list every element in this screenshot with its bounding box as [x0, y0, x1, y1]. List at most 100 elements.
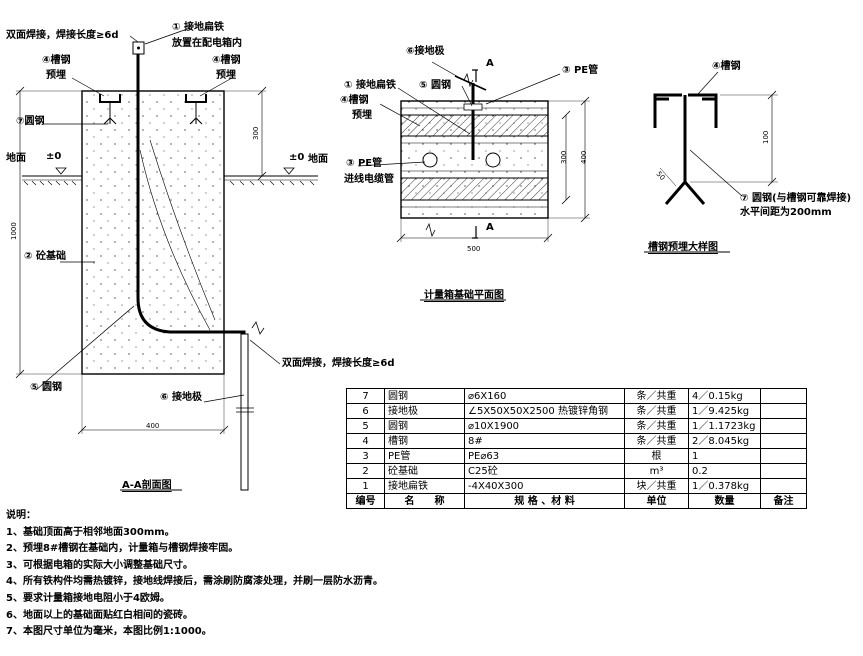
- bom-cell-note: [760, 388, 807, 404]
- ground-left-label: 地面: [6, 153, 26, 164]
- bom-header-row: 编号 名 称 规 格 、材 料 单位 数量 备注: [346, 493, 807, 509]
- bom-cell-no: 4: [346, 433, 385, 449]
- plan-channel-label: ④槽钢: [340, 95, 369, 106]
- bom-cell-spec: PE⌀63: [464, 448, 625, 464]
- detail-channel-left: [653, 93, 682, 128]
- ground-left-level: ±0: [46, 151, 62, 162]
- bom-cell-note: [760, 403, 807, 419]
- round-steel-7-label: ⑦圆钢: [16, 116, 45, 127]
- section-aa-drawing: [15, 27, 318, 491]
- channel-left-note: 预埋: [46, 70, 66, 81]
- plan-section-a-top: A: [486, 58, 494, 69]
- round-steel-conductor: [136, 54, 246, 348]
- weld-note-top: 双面焊接，焊接长度≥6d: [6, 30, 119, 41]
- bom-cell-qty: 1／0.378kg: [688, 478, 761, 494]
- notes-heading: 说明：: [6, 510, 36, 521]
- bom-cell-unit: 条／共重: [624, 403, 689, 419]
- bom-cell-note: [760, 433, 807, 449]
- notes-block: 说明： 1、基础顶面高于相邻地面300mm。 2、预埋8#槽钢在基础内，计量箱与…: [6, 508, 383, 641]
- bom-cell-no: 1: [346, 478, 385, 494]
- bom-cell-unit: 条／共重: [624, 388, 689, 404]
- plan-title: 计量箱基础平面图: [424, 290, 504, 301]
- bom-cell-qty: 1／9.425kg: [688, 403, 761, 419]
- note-item: 2、预埋8#槽钢在基础内，计量箱与槽钢焊接牢固。: [6, 543, 239, 555]
- bom-cell-spec: ⌀10X1900: [464, 418, 625, 434]
- bom-cell-name: PE管: [384, 448, 465, 464]
- channel-right-note: 预埋: [216, 70, 236, 81]
- flat-iron-label: ① 接地扁铁: [172, 22, 224, 33]
- channel-right-label: ④槽钢: [212, 55, 241, 66]
- bom-cell-note: [760, 448, 807, 464]
- bom-cell-name: 接地极: [384, 403, 465, 419]
- note-item: 3、可根据电箱的实际大小调整基础尺寸。: [6, 559, 193, 571]
- weld-note-bottom: 双面焊接，焊接长度≥6d: [282, 358, 395, 369]
- detail-channel-label: ④槽钢: [712, 61, 741, 72]
- detail-round-label: ⑦ 圆钢(与槽钢可靠焊接): [740, 193, 852, 204]
- bom-cell-qty: 1／1.1723kg: [688, 418, 761, 434]
- bom-cell-no: 6: [346, 403, 385, 419]
- detail-round-note: 水平间距为200mm: [740, 207, 832, 218]
- detail-drawing: [653, 71, 778, 205]
- bom-header-no: 编号: [346, 493, 385, 509]
- plan-dim-400: 400: [580, 150, 588, 164]
- detail-title: 槽钢预埋大样图: [648, 242, 718, 253]
- bom-cell-note: [760, 463, 807, 479]
- note-item: 7、本图尺寸单位为毫米，本图比例1:1000。: [6, 626, 212, 638]
- bom-cell-unit: 块／共重: [624, 478, 689, 494]
- ground-right-level: ±0: [289, 152, 305, 163]
- plan-channel-bottom: [400, 177, 549, 201]
- note-item: 5、要求计量箱接地电阻小于4欧姆。: [6, 592, 170, 604]
- bom-cell-no: 7: [346, 388, 385, 404]
- plan-drawing: [357, 61, 590, 243]
- plan-round-steel-label: ⑤ 圆钢: [419, 80, 451, 91]
- plan-pe-note: 进线电缆管: [344, 174, 394, 185]
- bom-cell-qty: 1: [688, 448, 761, 464]
- plan-ground-rod-label: ⑥接地极: [406, 46, 445, 57]
- bom-header-spec: 规 格 、材 料: [464, 493, 625, 509]
- bom-cell-unit: 根: [624, 448, 689, 464]
- round-steel-5-label: ⑤ 圆钢: [30, 382, 62, 393]
- bom-cell-no: 5: [346, 418, 385, 434]
- plan-section-a-bottom: A: [486, 222, 494, 233]
- bom-cell-spec: ∠5X50X50X2500 热镀锌角钢: [464, 403, 625, 419]
- plan-flat-iron-label: ① 接地扁铁: [344, 80, 396, 91]
- bom-header-note: 备注: [760, 493, 807, 509]
- channel-left-label: ④槽钢: [42, 55, 71, 66]
- bom-header-qty: 数量: [688, 493, 761, 509]
- detail-channel-right: [688, 93, 718, 128]
- plan-dim-500: 500: [467, 245, 481, 253]
- bom-cell-qty: 4／0.15kg: [688, 388, 761, 404]
- bom-cell-unit: 条／共重: [624, 433, 689, 449]
- bom-cell-qty: 0.2: [688, 463, 761, 479]
- note-item: 1、基础顶面高于相邻地面300mm。: [6, 526, 175, 538]
- dim-1000: 1000: [10, 222, 18, 240]
- bom-cell-name: 槽钢: [384, 433, 465, 449]
- bom-cell-spec: ⌀6X160: [464, 388, 625, 404]
- plan-pe-pipe-label: ③ PE管: [562, 65, 599, 76]
- bom-cell-name: 砼基础: [384, 463, 465, 479]
- ground-right-label: 地面: [308, 154, 328, 165]
- bom-cell-spec: 8#: [464, 433, 625, 449]
- dim-400-aa: 400: [146, 422, 160, 430]
- ground-rod-label: ⑥ 接地极: [160, 392, 202, 403]
- bom-cell-name: 圆钢: [384, 388, 465, 404]
- bom-cell-name: 圆钢: [384, 418, 465, 434]
- plan-pe-label: ③ PE管: [346, 158, 383, 169]
- bom-cell-note: [760, 478, 807, 494]
- dim-300-aa: 300: [252, 126, 260, 140]
- section-aa-title: A-A剖面图: [122, 480, 172, 491]
- bom-cell-no: 2: [346, 463, 385, 479]
- foundation-label: ② 砼基础: [24, 251, 66, 262]
- bom-cell-no: 3: [346, 448, 385, 464]
- flat-iron-note: 放置在配电箱内: [172, 38, 242, 49]
- bom-cell-unit: 条／共重: [624, 418, 689, 434]
